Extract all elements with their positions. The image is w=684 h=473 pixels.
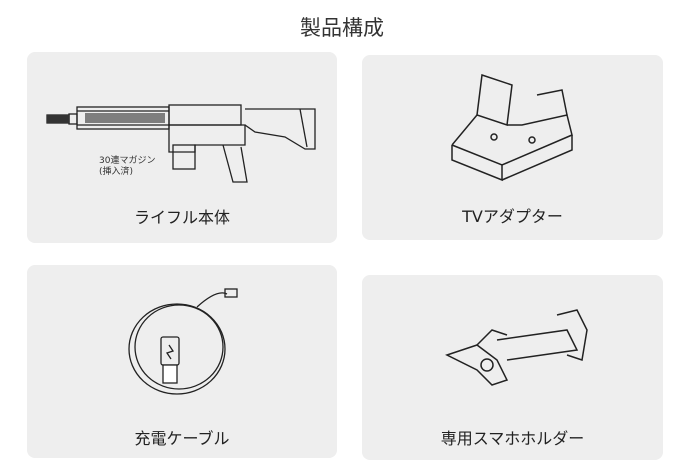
magazine-note: 30連マガジン (挿入済) [99,156,155,178]
phone-holder-image [445,309,588,386]
product-label: ライフル本体 [133,208,230,227]
magazine-note-line1: 30連マガジン [99,156,156,166]
rifle-image [46,104,316,183]
product-label: 充電ケーブル [134,429,230,448]
page-title: 製品構成 [300,16,384,40]
magazine-note-line2: (挿入済) [99,167,134,177]
product-card-tv-adapter: TVアダプター [362,55,663,240]
charging-cable-image [128,288,238,395]
product-card-charging-cable: 充電ケーブル [27,265,337,458]
product-card-phone-holder: 専用スマホホルダー [362,275,663,460]
product-label: 専用スマホホルダー [440,429,585,448]
product-label: TVアダプター [462,207,563,226]
product-card-rifle: 30連マガジン (挿入済) ライフル本体 [27,52,337,243]
tv-adapter-image [451,73,573,182]
